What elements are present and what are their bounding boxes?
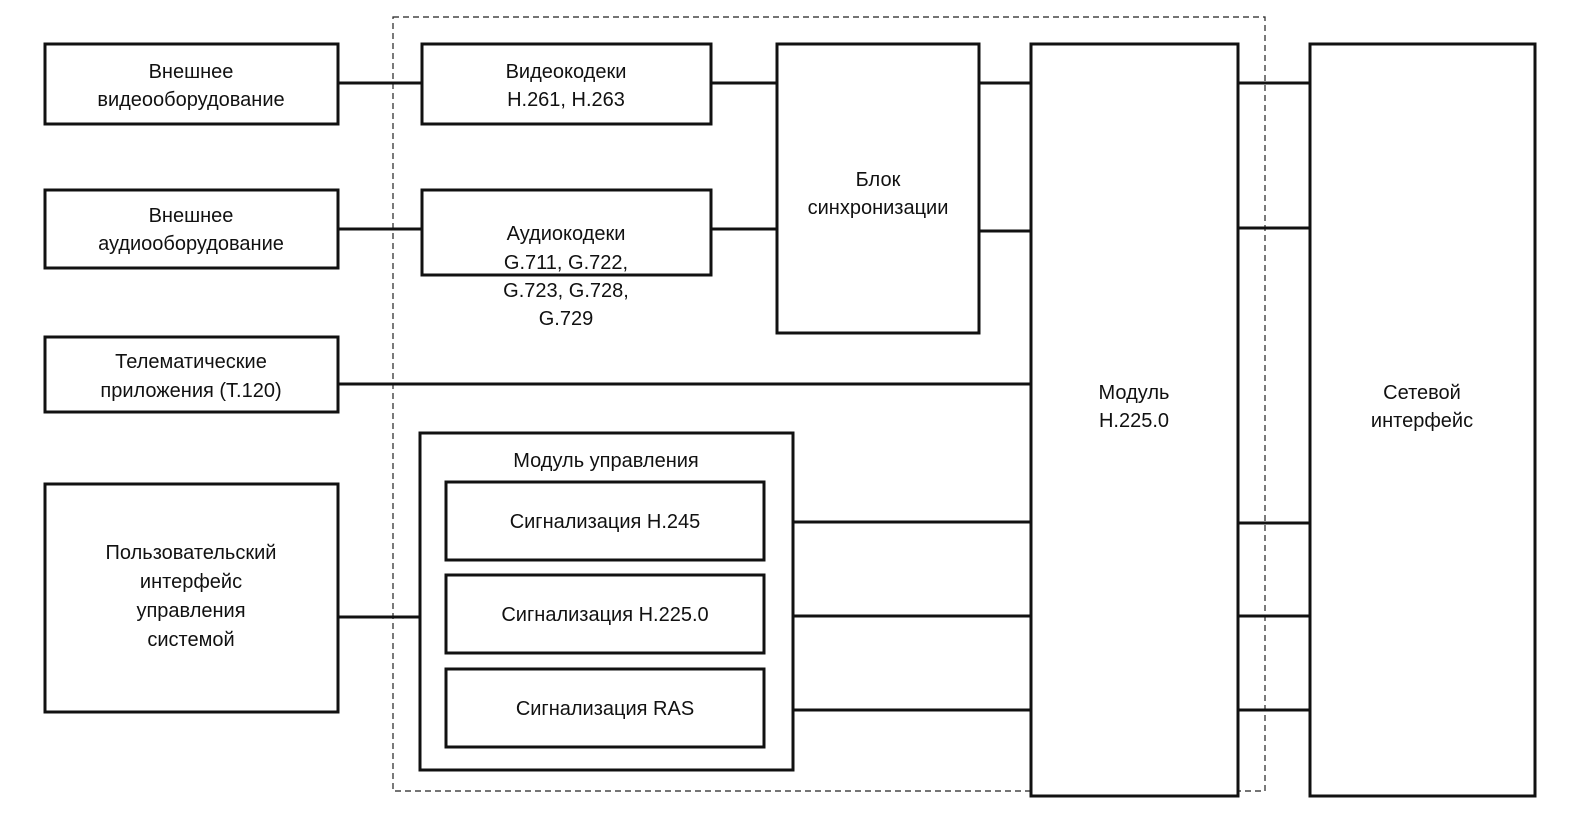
video-codecs-label-2: H.261, H.263: [507, 89, 625, 111]
video-equipment-label-2: видеооборудование: [97, 89, 284, 111]
network-interface-box: Сетевой интерфейс: [1308, 42, 1537, 798]
user-interface-box: Пользовательский интерфейс управления си…: [43, 482, 340, 714]
audio-equipment-label-1: Внешнее: [149, 205, 234, 227]
audio-codecs-label-1: Аудиокодеки: [507, 223, 626, 245]
terminal-boundary: [392, 16, 1266, 792]
h245-signalling-label: Сигнализация H.245: [510, 511, 701, 533]
telematics-label-1: Телематические: [115, 351, 267, 373]
sync-block-box: Блок синхронизации: [775, 42, 981, 335]
video-codecs-box: Видеокодеки H.261, H.263: [420, 42, 713, 126]
network-interface-label-2: интерфейс: [1371, 410, 1473, 432]
network-interface-label-1: Сетевой: [1383, 382, 1461, 404]
user-interface-label-1: Пользовательский: [106, 542, 277, 564]
sync-block-label-2: синхронизации: [808, 197, 949, 219]
h2250-signalling-label: Сигнализация H.225.0: [501, 604, 708, 626]
audio-codecs-label-2: G.711, G.722,: [504, 252, 628, 274]
ras-signalling-box: Сигнализация RAS: [444, 667, 766, 749]
audio-codecs-label-4: G.729: [539, 308, 593, 330]
h2250-module-box: Модуль H.225.0: [1029, 42, 1240, 798]
h2250-module-label-2: H.225.0: [1099, 410, 1169, 432]
ras-signalling-label: Сигнализация RAS: [516, 698, 694, 720]
telematics-label-2: приложения (Т.120): [100, 380, 281, 402]
sync-block-label-1: Блок: [856, 169, 901, 191]
user-interface-label-2: интерфейс: [140, 571, 242, 593]
h245-signalling-box: Сигнализация H.245: [444, 480, 766, 562]
audio-equipment-label-2: аудиооборудование: [98, 233, 284, 255]
h2250-module-label-1: Модуль: [1099, 382, 1170, 404]
h2250-signalling-box: Сигнализация H.225.0: [444, 573, 766, 655]
connections: [338, 81, 1310, 712]
video-equipment-label-1: Внешнее: [149, 61, 234, 83]
audio-equipment-box: Внешнее аудиооборудование: [43, 188, 340, 270]
audio-codecs-label-3: G.723, G.728,: [503, 280, 629, 302]
video-codecs-label-1: Видеокодеки: [506, 61, 627, 83]
audio-codecs-box: Аудиокодеки G.711, G.722, G.723, G.728, …: [420, 188, 713, 330]
telematics-box: Телематические приложения (Т.120): [43, 335, 340, 414]
user-interface-label-4: системой: [147, 629, 234, 651]
control-module-box: Модуль управления Сигнализация H.245 Сиг…: [418, 431, 795, 772]
video-equipment-box: Внешнее видеооборудование: [43, 42, 340, 126]
user-interface-label-3: управления: [136, 600, 245, 622]
control-module-title: Модуль управления: [513, 450, 699, 472]
